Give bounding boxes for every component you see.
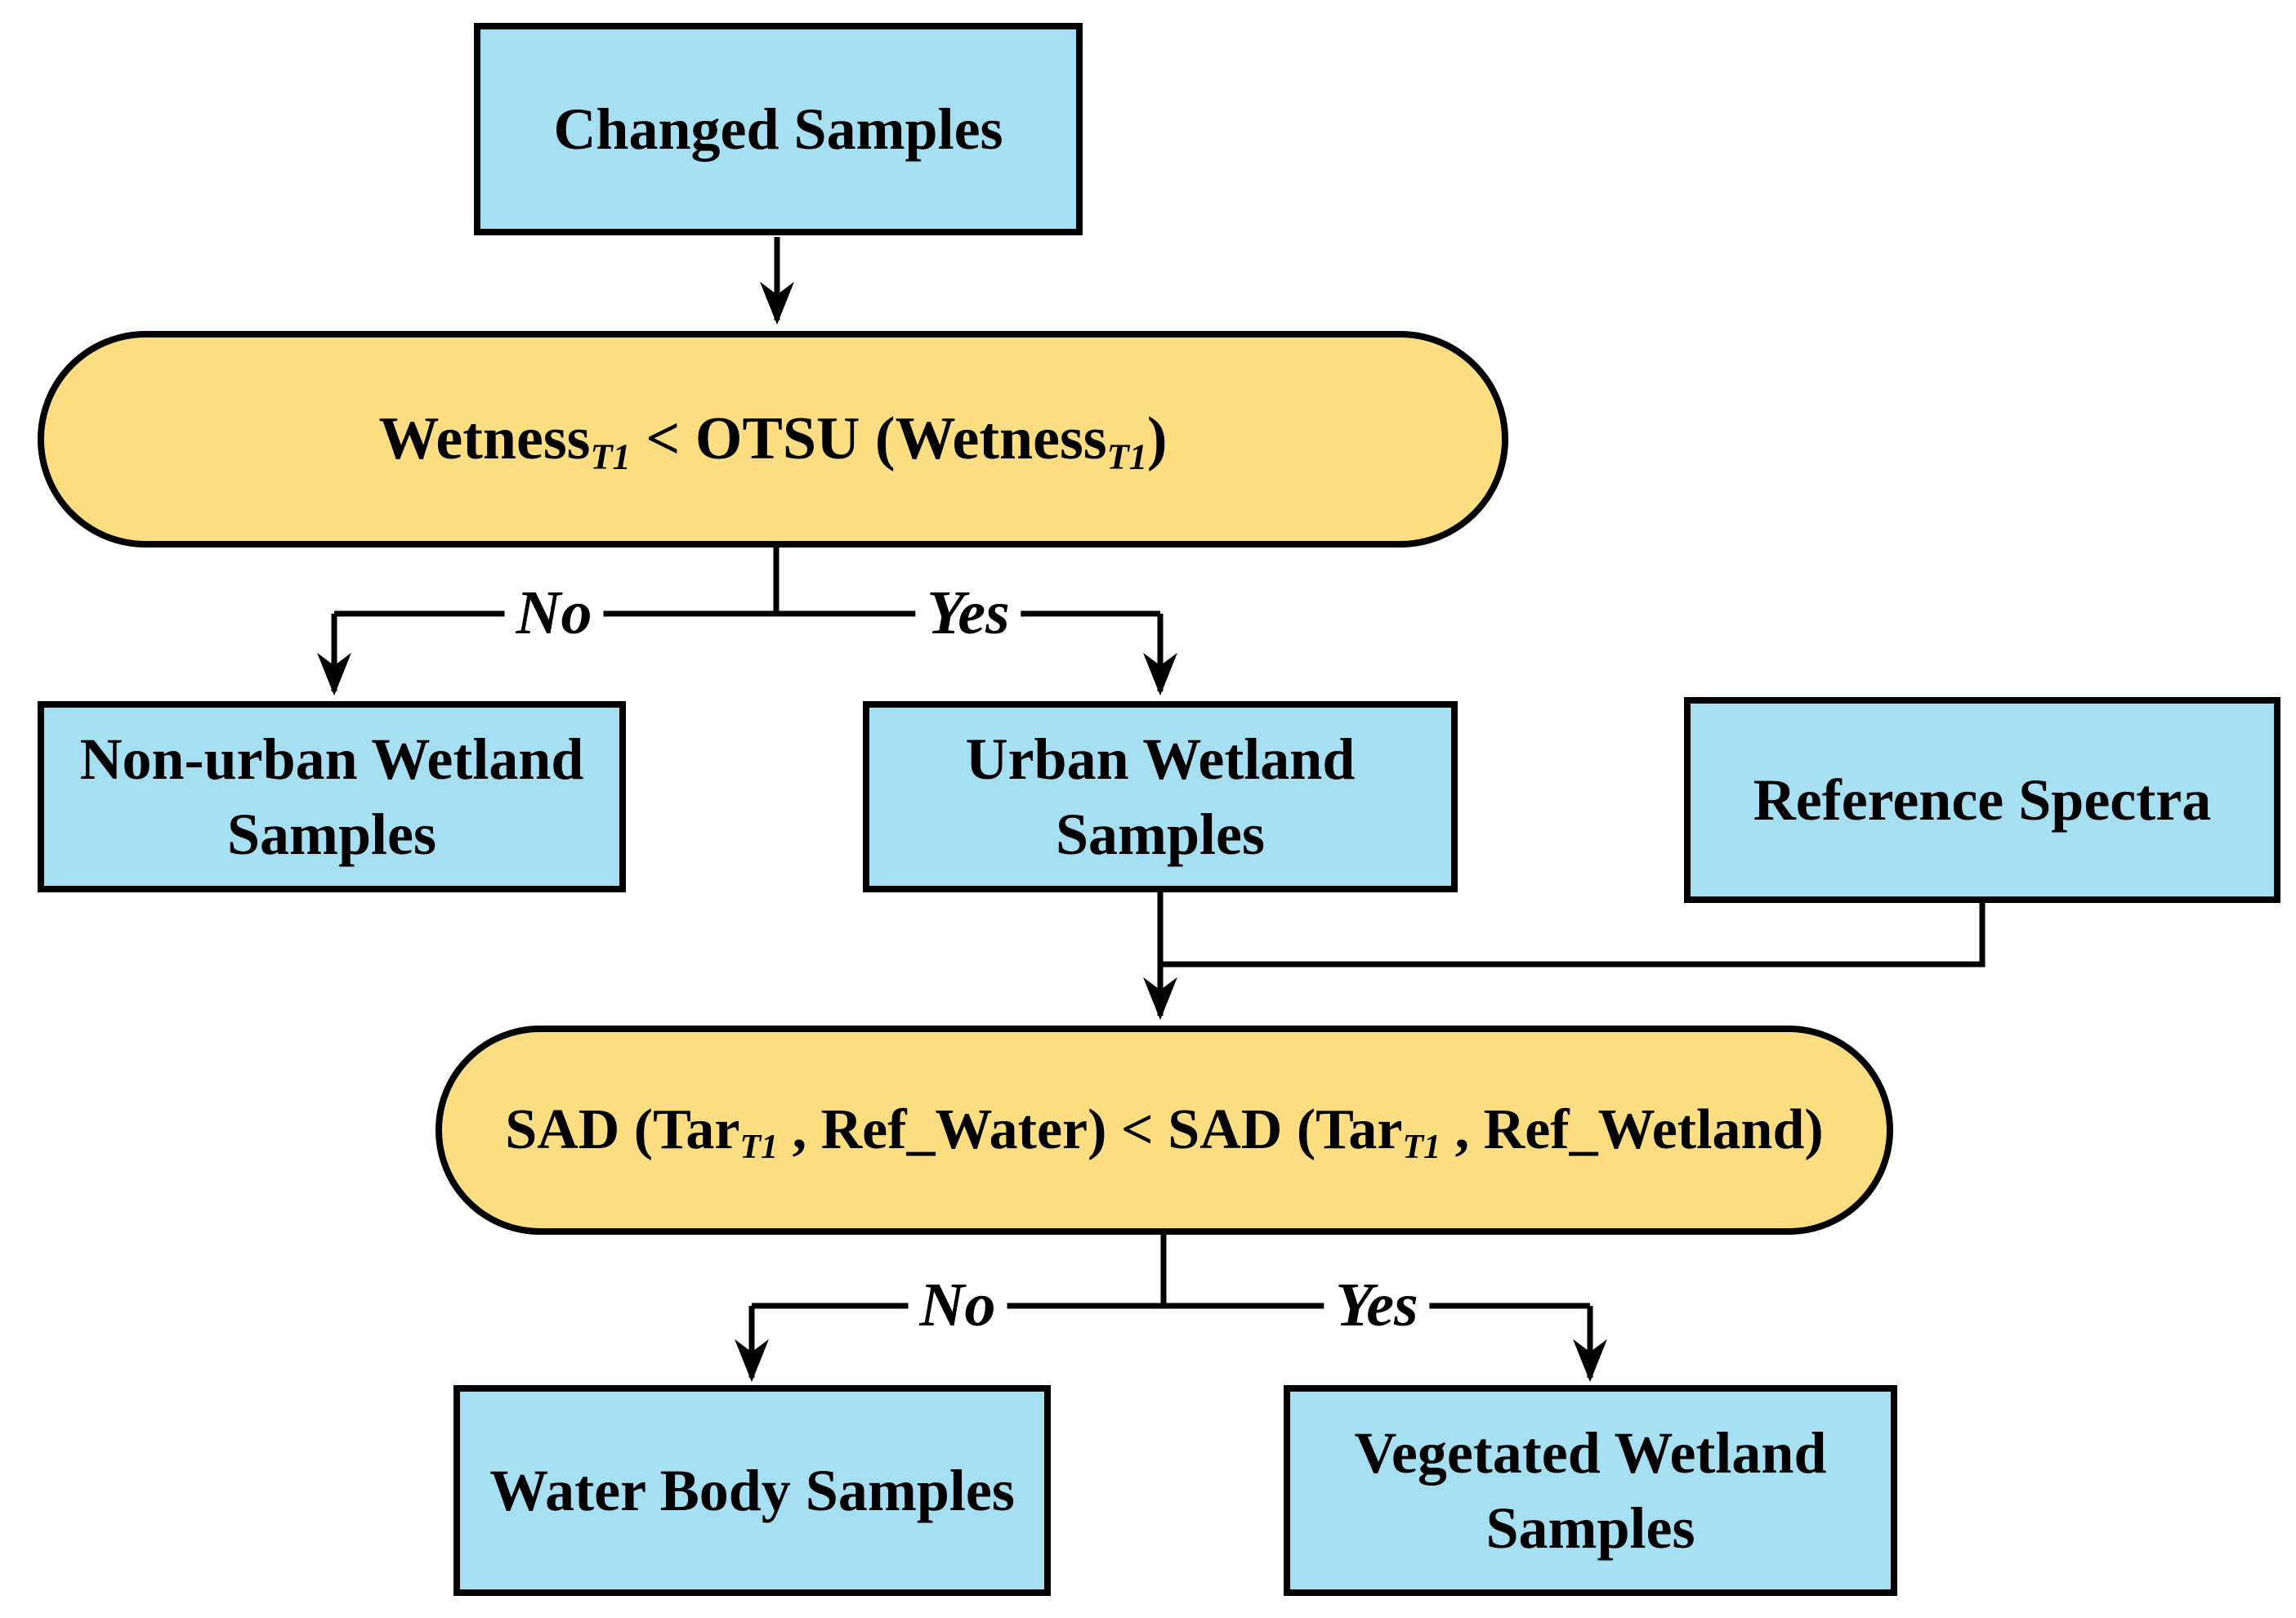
node-reference-spectra: Reference Spectra [1684,697,2280,903]
connector-reference-to-junction [1160,901,1986,968]
node-urban-wetland-samples: Urban Wetland Samples [863,701,1458,892]
node-label-line1: Urban Wetland [965,726,1356,792]
node-label: Water Body Samples [489,1457,1015,1523]
decision-label: SAD (TarT1 , Ref_Water) < SAD (TarT1 , R… [505,1093,1823,1167]
decision-wetness-otsu: WetnessT1 < OTSU (WetnessT1) [38,331,1508,548]
label-fragment: ) [1146,405,1168,473]
edge-label-yes-1: Yes [915,579,1021,648]
decision-label: WetnessT1 < OTSU (WetnessT1) [378,400,1167,478]
edge-label-no-1: No [504,579,604,648]
node-label-line2: Samples [1485,1495,1695,1561]
node-non-urban-wetland-samples: Non-urban Wetland Samples [38,701,626,892]
decision-sad-comparison: SAD (TarT1 , Ref_Water) < SAD (TarT1 , R… [436,1026,1893,1235]
edge-label-no-2: No [908,1272,1007,1340]
edge-label-yes-2: Yes [1324,1272,1430,1340]
node-label-line1: Non-urban Wetland [79,726,584,792]
node-water-body-samples: Water Body Samples [453,1385,1051,1596]
node-label: Changed Samples [553,96,1003,162]
node-label-line2: Samples [1055,802,1266,867]
subscript-t1: T1 [590,436,631,477]
label-fragment: Wetness [378,405,591,473]
subscript-t1: T1 [739,1128,779,1166]
node-label-line2: Samples [226,802,437,867]
label-fragment: , Ref_Wetland) [1441,1098,1824,1162]
node-label: Reference Spectra [1753,767,2212,833]
node-label-line1: Vegetated Wetland [1354,1419,1827,1486]
subscript-t1: T1 [1106,436,1147,477]
subscript-t1: T1 [1402,1128,1441,1166]
label-fragment: < OTSU (Wetness [630,405,1107,473]
node-vegetated-wetland-samples: Vegetated Wetland Samples [1284,1385,1897,1596]
node-changed-samples: Changed Samples [474,23,1083,235]
label-fragment: SAD (Tar [505,1098,740,1162]
label-fragment: , Ref_Water) < SAD (Tar [778,1098,1403,1162]
